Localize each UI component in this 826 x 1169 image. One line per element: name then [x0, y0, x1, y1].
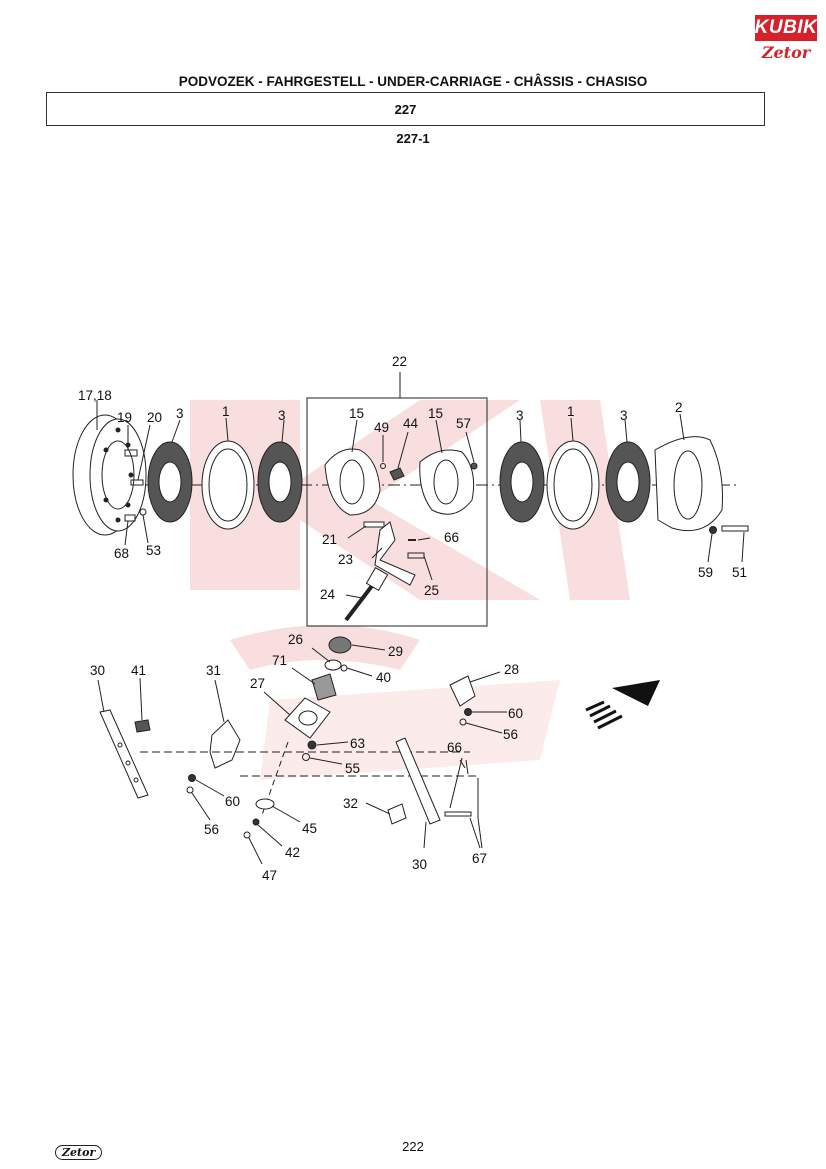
callout-23: 23 — [338, 552, 353, 567]
part-callouts: 17,18 19 20 3 1 3 22 15 49 44 15 57 3 1 … — [78, 354, 747, 883]
callout-40: 40 — [376, 670, 391, 685]
callout-60: 60 — [225, 794, 240, 809]
callout-32: 32 — [343, 796, 358, 811]
callout-45: 45 — [302, 821, 317, 836]
callout-24: 24 — [320, 587, 336, 602]
callout-19: 19 — [117, 410, 132, 425]
callout-59: 59 — [698, 565, 713, 580]
callout-3: 3 — [176, 406, 184, 421]
callout-30: 30 — [412, 857, 427, 872]
callout-3: 3 — [278, 408, 286, 423]
callout-22: 22 — [392, 354, 407, 369]
callout-60: 60 — [508, 706, 523, 721]
callout-67: 67 — [472, 851, 487, 866]
callout-26: 26 — [288, 632, 303, 647]
callout-3: 3 — [620, 408, 628, 423]
callout-31: 31 — [206, 663, 221, 678]
callout-1: 1 — [222, 404, 230, 419]
callout-66: 66 — [447, 740, 462, 755]
callout-15: 15 — [428, 406, 443, 421]
callout-44: 44 — [403, 416, 419, 431]
zetor-footer-logo: Zetor — [55, 1145, 103, 1160]
callout-29: 29 — [388, 644, 403, 659]
page-number: 222 — [402, 1139, 424, 1154]
callout-71: 71 — [272, 653, 287, 668]
callout-27: 27 — [250, 676, 265, 691]
direction-arrow-icon — [585, 680, 660, 730]
callout-49: 49 — [374, 420, 389, 435]
callout-41: 41 — [131, 663, 146, 678]
callout-21: 21 — [322, 532, 337, 547]
callout-28: 28 — [504, 662, 519, 677]
callout-56: 56 — [503, 727, 518, 742]
group-number-box: 227 — [46, 92, 765, 126]
callout-66: 66 — [444, 530, 459, 545]
callout-1: 1 — [567, 404, 575, 419]
callout-63: 63 — [350, 736, 365, 751]
group-number: 227 — [394, 101, 417, 117]
callout-20: 20 — [147, 410, 162, 425]
callout-53: 53 — [146, 543, 161, 558]
callout-55: 55 — [345, 761, 360, 776]
callout-56: 56 — [204, 822, 219, 837]
logo-kubik-text: KUBIK — [755, 15, 817, 41]
callout-15: 15 — [349, 406, 364, 421]
callout-30: 30 — [90, 663, 105, 678]
kubik-zetor-logo: KUBIK Zetor — [755, 15, 817, 67]
callout-25: 25 — [424, 583, 439, 598]
callout-3: 3 — [516, 408, 524, 423]
callout-17-18: 17,18 — [78, 388, 112, 403]
callout-2: 2 — [675, 400, 683, 415]
callout-57: 57 — [456, 416, 471, 431]
callout-68: 68 — [114, 546, 129, 561]
callout-47: 47 — [262, 868, 277, 883]
callout-42: 42 — [285, 845, 300, 860]
logo-zetor-text: Zetor — [761, 42, 811, 62]
page-title: PODVOZEK - FAHRGESTELL - UNDER-CARRIAGE … — [178, 74, 648, 89]
callout-51: 51 — [732, 565, 747, 580]
subgroup-number: 227-1 — [396, 131, 430, 146]
